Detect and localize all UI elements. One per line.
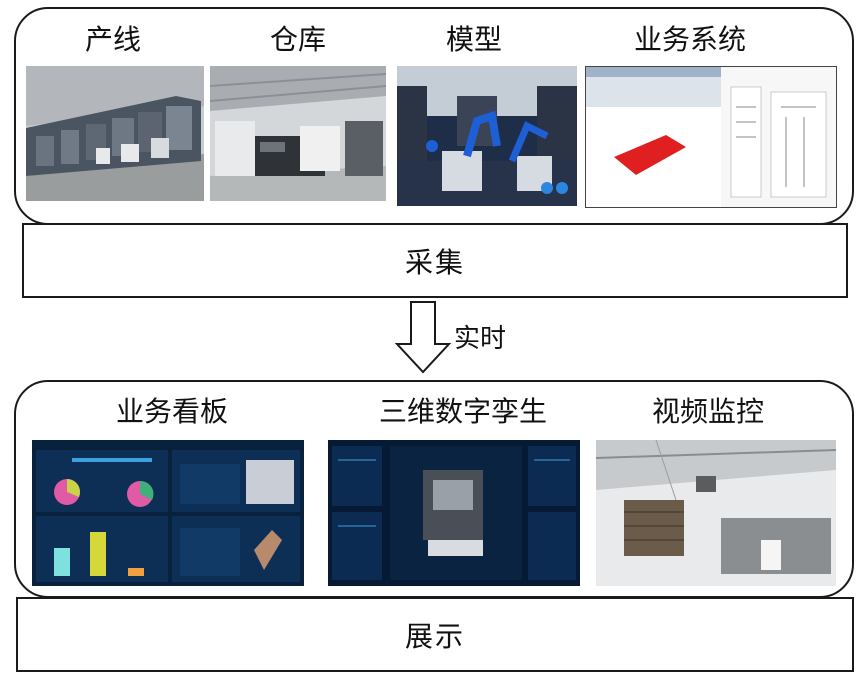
digital-twin-image xyxy=(328,440,580,586)
production-line-image xyxy=(26,66,204,201)
source-label-model: 模型 xyxy=(445,23,503,56)
warehouse-image xyxy=(210,66,386,201)
business-system-image xyxy=(585,66,837,208)
collect-stage-box: 采集 xyxy=(22,223,848,298)
business-dashboard-image xyxy=(32,440,304,586)
video-surveillance-image xyxy=(596,440,836,586)
source-label-business-system: 业务系统 xyxy=(633,23,747,56)
view-label-dashboard: 业务看板 xyxy=(115,395,229,428)
view-label-digital-twin: 三维数字孪生 xyxy=(378,395,548,428)
realtime-label: 实时 xyxy=(454,324,507,354)
model-render-image xyxy=(397,66,577,206)
source-label-warehouse: 仓库 xyxy=(269,23,327,56)
source-label-production-line: 产线 xyxy=(84,23,142,56)
down-arrow-icon xyxy=(394,301,452,374)
display-stage-box: 展示 xyxy=(16,597,854,672)
collect-label: 采集 xyxy=(404,245,465,279)
view-label-video-surveillance: 视频监控 xyxy=(651,395,765,428)
display-label: 展示 xyxy=(404,619,465,653)
